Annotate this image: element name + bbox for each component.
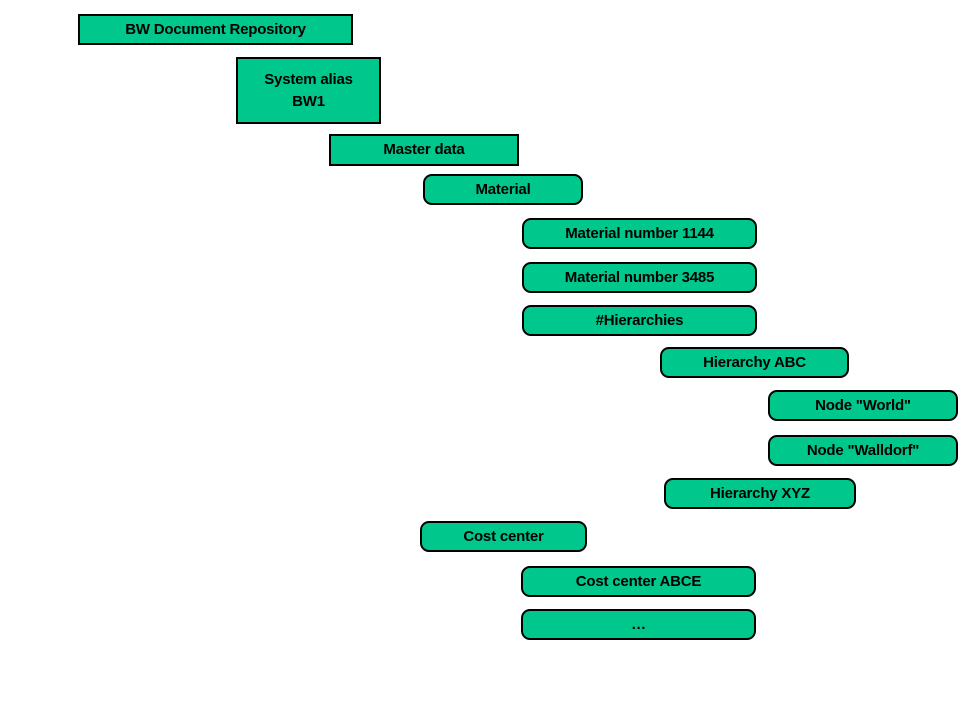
node-label: … [631,615,646,633]
node-box-material-number-1144[interactable]: Material number 1144 [522,218,757,249]
node-label: Cost center [463,527,544,545]
node-label: Node "Walldorf" [806,441,920,459]
node-box-system-alias-bw1[interactable]: System alias BW1 [236,57,381,124]
node-box-cost-center[interactable]: Cost center [420,521,587,552]
node-box-node-walldorf[interactable]: Node "Walldorf" [768,435,958,466]
node-label: Hierarchy XYZ [710,484,810,502]
node-label: BW Document Repository [125,20,306,38]
node-label: Material number 3485 [564,268,715,286]
node-box-bw-document-repository[interactable]: BW Document Repository [78,14,353,45]
node-label: Node "World" [815,396,911,414]
node-box-master-data[interactable]: Master data [329,134,519,166]
node-label: Cost center ABCE [575,572,702,590]
node-label: System alias BW1 [264,70,353,110]
node-box-node-world[interactable]: Node "World" [768,390,958,421]
node-box-hierarchy-abc[interactable]: Hierarchy ABC [660,347,849,378]
node-box-cost-center-abce[interactable]: Cost center ABCE [521,566,756,597]
node-label: #Hierarchies [595,311,684,329]
node-label: Material number 1144 [565,224,714,242]
node-box-material[interactable]: Material [423,174,583,205]
node-box-hierarchies[interactable]: #Hierarchies [522,305,757,336]
node-box-ellipsis[interactable]: … [521,609,756,640]
node-box-hierarchy-xyz[interactable]: Hierarchy XYZ [664,478,856,509]
node-label: Material [475,180,531,198]
node-label: Master data [383,141,465,159]
node-box-material-number-3485[interactable]: Material number 3485 [522,262,757,293]
node-label: Hierarchy ABC [703,353,806,371]
